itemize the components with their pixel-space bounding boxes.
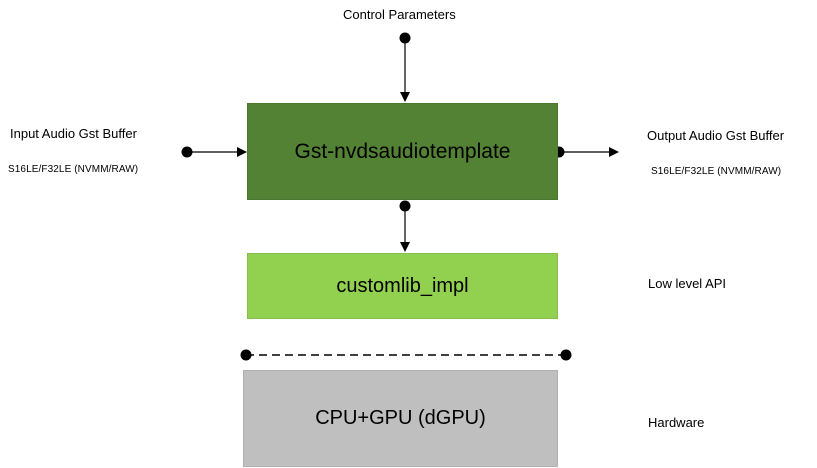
control-arrow xyxy=(399,32,411,102)
plugin-box: Gst-nvdsaudiotemplate xyxy=(247,103,558,200)
input-arrow xyxy=(181,146,247,158)
hardware-separator xyxy=(240,349,572,361)
separator-right-dot xyxy=(560,349,572,361)
output-arrow xyxy=(553,146,619,158)
customlib-box: customlib_impl xyxy=(247,253,558,319)
output-format-label: S16LE/F32LE (NVMM/RAW) xyxy=(651,166,782,177)
hardware-box-label: CPU+GPU (dGPU) xyxy=(315,407,486,429)
hardware-label: Hardware xyxy=(648,415,705,430)
input-buffer-label: Input Audio Gst Buffer xyxy=(10,126,137,141)
low-level-api-label: Low level API xyxy=(648,276,727,291)
plugin-box-label: Gst-nvdsaudiotemplate xyxy=(294,139,511,163)
input-format-label: S16LE/F32LE (NVMM/RAW) xyxy=(8,164,139,175)
control-parameters-label: Control Parameters xyxy=(343,7,456,22)
output-buffer-label: Output Audio Gst Buffer xyxy=(647,128,785,143)
hardware-box: CPU+GPU (dGPU) xyxy=(243,370,558,467)
customlib-box-label: customlib_impl xyxy=(336,274,469,297)
plugin-to-lib-arrow xyxy=(399,200,411,252)
